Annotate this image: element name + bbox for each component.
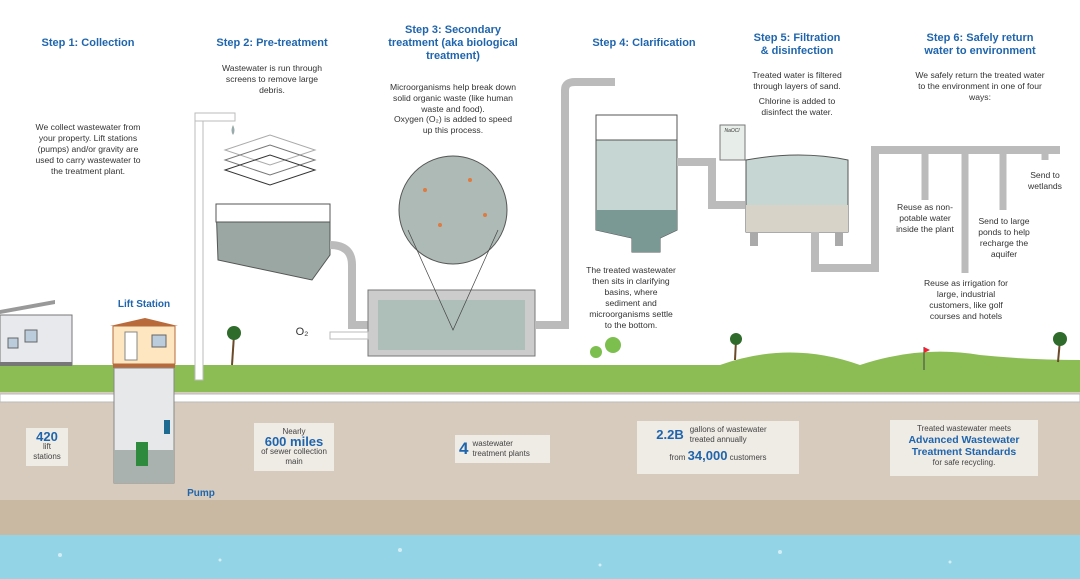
step-3-title: Step 3: Secondary treatment (aka biologi… — [388, 24, 518, 62]
stat-gallons: 2.2B gallons of wastewater treated annual… — [637, 421, 799, 474]
palm-tree — [227, 326, 241, 366]
grass-hills — [0, 351, 1080, 392]
palm-tree — [730, 332, 1067, 363]
step-2-title: Step 2: Pre-treatment — [216, 37, 328, 49]
step-2-desc: Wastewater is run through screens to rem… — [222, 63, 322, 95]
naocl-label: NaOCl — [724, 128, 740, 134]
step-3-desc: Microorganisms help break down solid org… — [389, 82, 517, 114]
stat-sewer-miles: Nearly 600 miles of sewer collection mai… — [254, 423, 334, 471]
chlorine-bottle — [719, 124, 746, 161]
lift-station — [110, 318, 178, 484]
step-5-desc: Treated water is filtered through layers… — [752, 70, 842, 91]
stat-pre: Nearly — [282, 427, 306, 436]
step-4-title: Step 4: Clarification — [592, 37, 696, 49]
stat-value: 420 — [36, 429, 58, 444]
lift-station-label: Lift Station — [117, 299, 171, 310]
microorganism-zoom — [398, 155, 508, 265]
stat-plants: 4 wastewater treatment plants — [455, 435, 550, 463]
stat-value: 4 — [459, 439, 469, 458]
house — [0, 300, 73, 366]
step-5-desc-chlorine: Chlorine is added to disinfect the water… — [758, 96, 836, 117]
screens — [223, 134, 317, 186]
stat-text-2: customers — [729, 453, 767, 462]
stat-pre: from — [669, 453, 686, 462]
stat-lift-stations: 420 lift stations — [26, 428, 68, 466]
step-1-title: Step 1: Collection — [41, 37, 135, 49]
step-3-desc-oxygen: Oxygen (O₂) is added to speed up this pr… — [394, 114, 512, 135]
return-way-irrigation: Reuse as irrigation for large, industria… — [923, 278, 1009, 321]
stat-standards: Treated wastewater meets Advanced Wastew… — [890, 420, 1038, 476]
sewer-main-pipe — [0, 393, 1080, 403]
stat-text: for safe recycling. — [932, 458, 996, 467]
stat-text: wastewater treatment plants — [472, 439, 530, 458]
stat-pre: Treated wastewater meets — [917, 424, 1011, 433]
golf-flag — [923, 347, 930, 370]
step-1-desc: We collect wastewater from your property… — [35, 122, 141, 176]
step-6-title: Step 6: Safely return water to environme… — [924, 32, 1036, 57]
stat-value-2: 34,000 — [687, 448, 728, 463]
sand-layer — [0, 500, 1080, 538]
pump-label: Pump — [187, 488, 215, 499]
tree — [590, 337, 621, 358]
step-4-desc: The treated wastewater then sits in clar… — [586, 265, 676, 330]
step-5-title: Step 5: Filtration & disinfection — [753, 32, 841, 57]
water-table — [0, 535, 1080, 579]
return-way-nonpotable: Reuse as non-potable water inside the pl… — [896, 202, 954, 234]
stat-text: of sewer collection main — [261, 447, 327, 466]
riser-pipe — [194, 117, 204, 381]
stat-text: lift stations — [33, 442, 61, 461]
stat-text: gallons of wastewater treated annually — [689, 425, 767, 444]
return-way-wetlands: Send to wetlands — [1028, 170, 1062, 191]
return-way-aquifer: Send to large ponds to help recharge the… — [978, 216, 1030, 259]
stat-value: 600 miles — [264, 434, 324, 449]
oxygen-label: O₂ — [295, 326, 309, 338]
stat-value: Advanced Wastewater Treatment Standards — [908, 434, 1020, 458]
stat-value: 2.2B — [656, 427, 684, 442]
step-6-desc: We safely return the treated water to th… — [915, 70, 1045, 102]
